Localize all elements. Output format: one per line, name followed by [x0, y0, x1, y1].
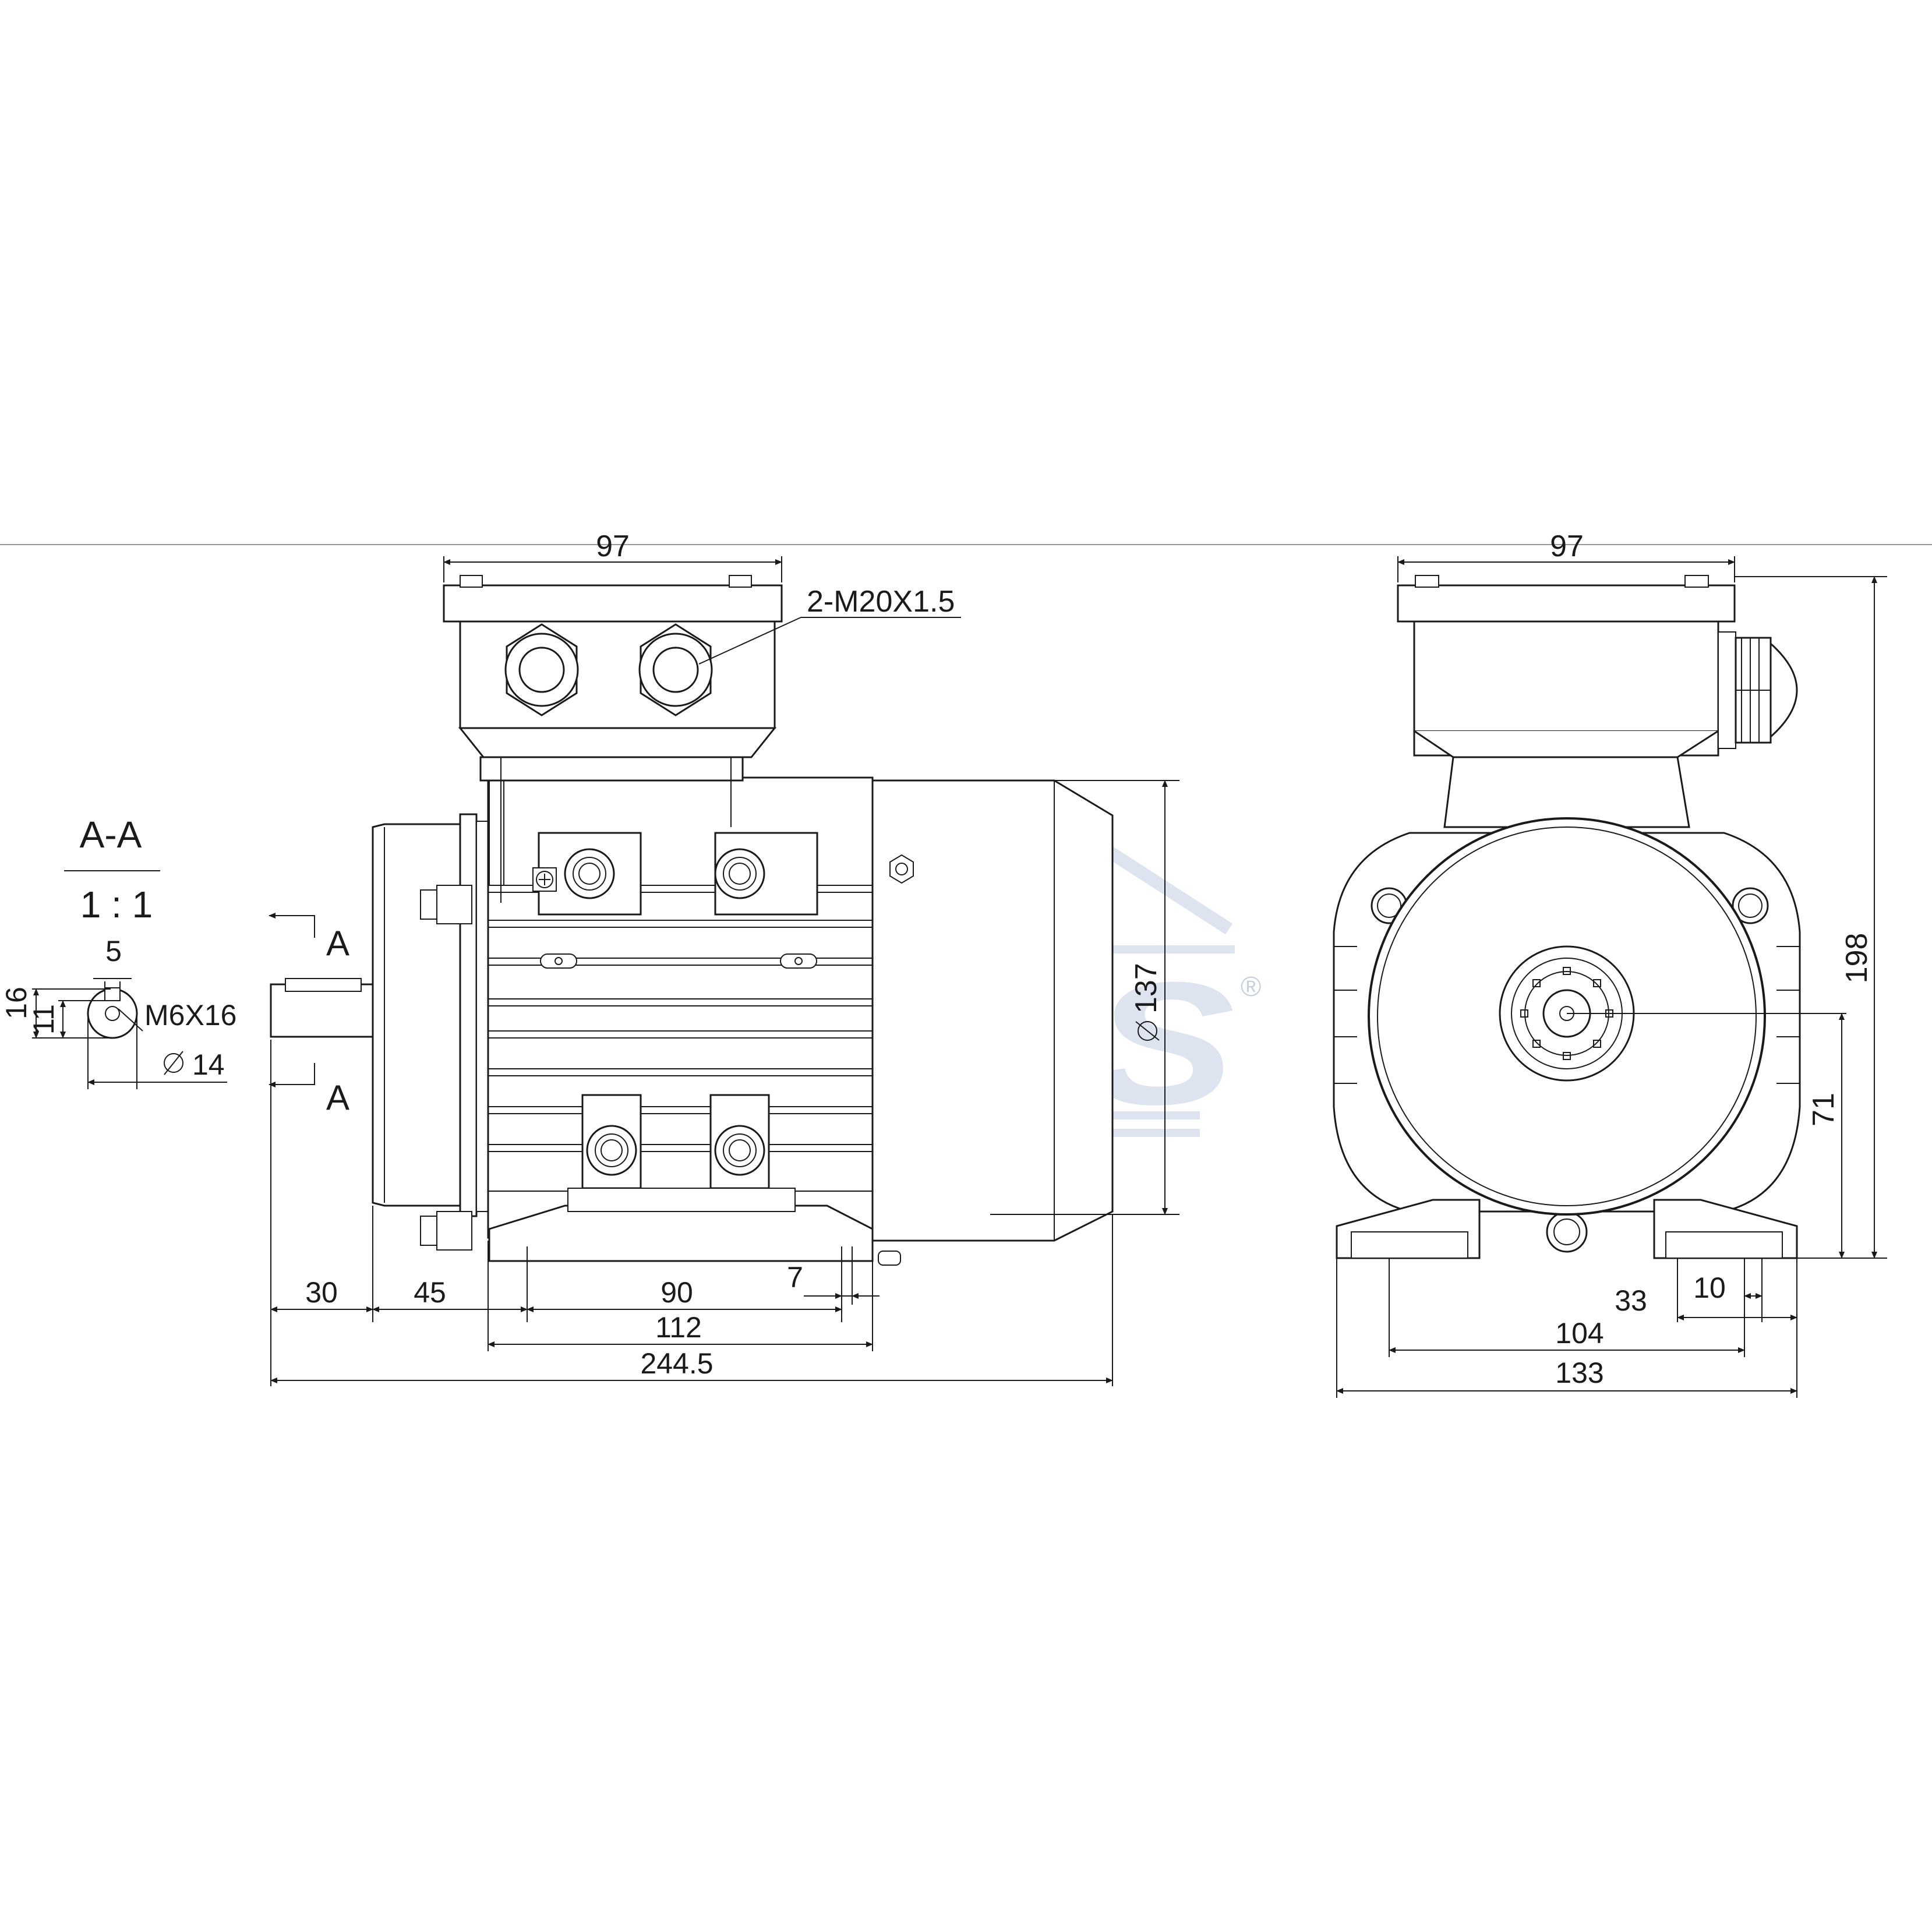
side-dim-30: 30 [305, 1276, 338, 1309]
leader-m6 [118, 1008, 143, 1032]
ground-screw [532, 867, 557, 892]
gland-thread-label: 2-M20X1.5 [807, 585, 955, 619]
end-dim-10: 10 [1693, 1271, 1726, 1304]
keyway [104, 987, 121, 1001]
terminal-box-base [479, 756, 744, 782]
end-cable-gland [1718, 631, 1798, 749]
mount-boss-bottom-left [581, 1094, 642, 1189]
end-height-198: 198 [1840, 933, 1874, 984]
gland-leader [698, 617, 801, 665]
flange-bolt-upper [420, 885, 472, 924]
end-view: 97 198 71 33 10 104 133 [1333, 529, 1887, 1398]
terminal-box-taper [458, 727, 777, 758]
terminal-box-lid [443, 584, 783, 623]
end-dim-33: 33 [1615, 1284, 1647, 1317]
flange-rim [459, 813, 478, 1217]
end-fins [1334, 946, 1800, 1084]
section-diameter: 14 [192, 1048, 225, 1081]
side-dim-total: 244.5 [640, 1347, 713, 1380]
end-box-width: 97 [1550, 529, 1584, 563]
section-thread-label: M6X16 [144, 999, 236, 1032]
motor-foot [488, 1205, 874, 1262]
vent-plug-top [889, 854, 914, 884]
drain-plug [878, 1251, 901, 1266]
cable-gland-left [504, 623, 579, 716]
front-end-shield [372, 823, 461, 1207]
end-terminal-box-taper [1414, 730, 1719, 758]
shaft-key [285, 978, 362, 992]
cut-mark-lower: A [326, 1078, 349, 1117]
mount-boss-top-right [714, 832, 818, 916]
side-diameter-137: 137 [1129, 963, 1163, 1013]
cut-mark-upper: A [326, 924, 349, 963]
section-height-16: 16 [0, 987, 33, 1019]
shaft [270, 983, 374, 1038]
side-dim-7: 7 [787, 1261, 803, 1294]
side-dim-112: 112 [655, 1311, 702, 1344]
end-dim-133: 133 [1555, 1357, 1603, 1389]
cable-gland-right [638, 623, 713, 716]
end-shield-inner [1377, 827, 1757, 1206]
side-dim-45: 45 [414, 1276, 446, 1309]
section-scale: 1 : 1 [80, 884, 153, 926]
side-view: A A [269, 529, 1179, 1386]
lid-screw-left [460, 575, 483, 588]
diameter-symbol [164, 1053, 183, 1073]
section-height-11: 11 [27, 1004, 60, 1034]
end-shaft-height: 71 [1807, 1093, 1841, 1126]
flange-bolt-lower [420, 1211, 472, 1251]
side-box-width: 97 [596, 529, 630, 563]
end-terminal-box-lid [1397, 584, 1736, 623]
end-neck [1443, 756, 1690, 828]
logo-registered-mark: ® [1241, 972, 1261, 1002]
end-bolt-bottom [1546, 1211, 1588, 1253]
section-title: A-A [80, 814, 142, 856]
lid-screw-right [729, 575, 752, 588]
section-view: A-A 1 : 1 M6X16 5 16 11 14 [0, 814, 236, 1089]
end-bolt-top-right [1732, 887, 1769, 924]
mount-boss-bottom-right [709, 1094, 770, 1189]
side-dim-90: 90 [661, 1276, 693, 1309]
section-key-width: 5 [105, 935, 122, 967]
end-dim-104: 104 [1555, 1317, 1603, 1350]
fan-cover [871, 779, 1114, 1242]
tapped-hole [105, 1006, 120, 1021]
